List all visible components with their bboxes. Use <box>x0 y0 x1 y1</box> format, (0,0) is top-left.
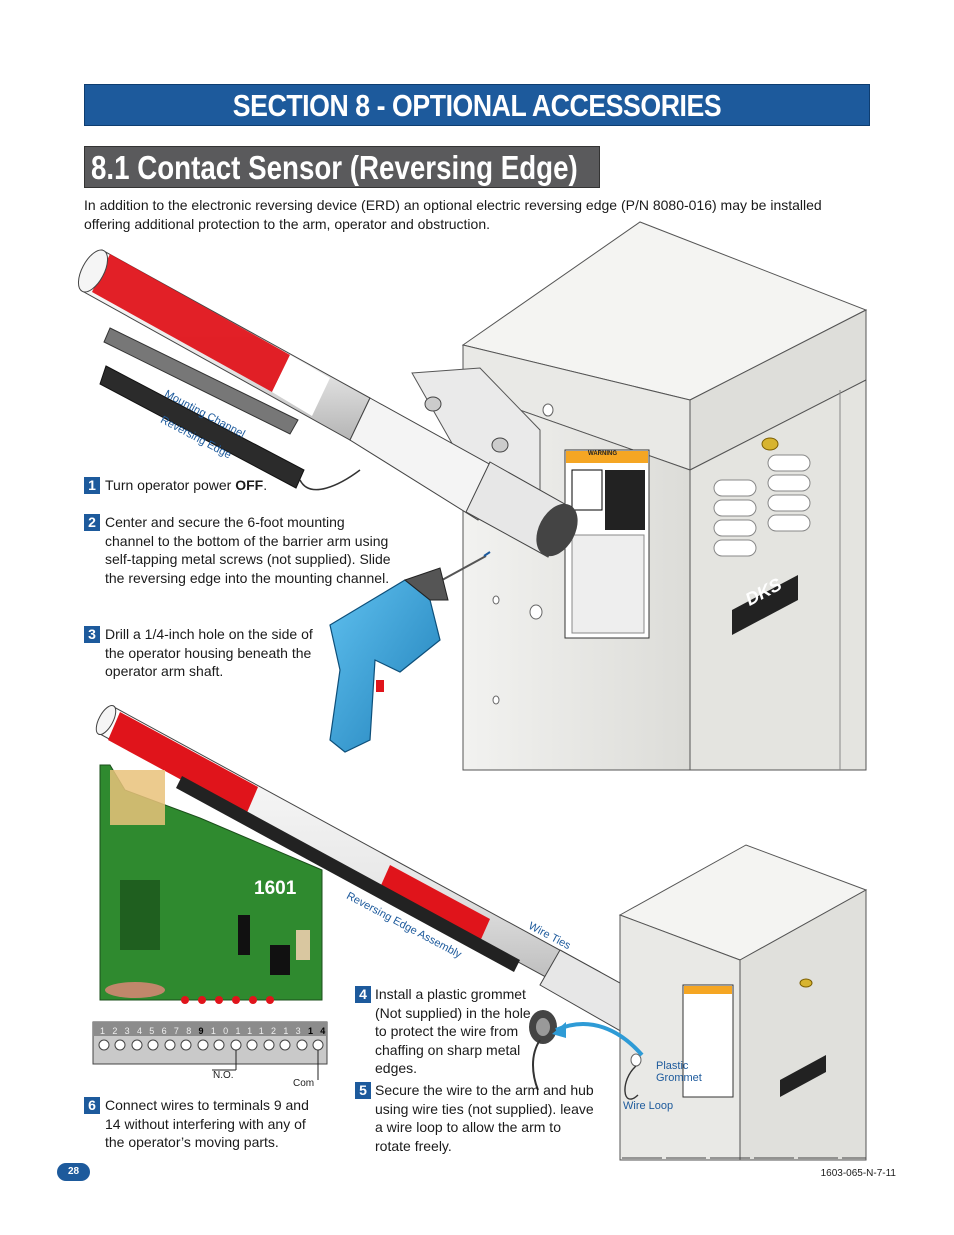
page-number: 28 <box>57 1163 90 1181</box>
step-5-text: Secure the wire to the arm and hub using… <box>375 1082 594 1154</box>
control-board-1601 <box>99 764 323 1004</box>
step-5-number: 5 <box>355 1082 371 1099</box>
warning-label-text: WARNING <box>588 451 617 457</box>
terminal-numbers: 1234567891011121314 <box>100 1026 333 1036</box>
barrier-arm-top <box>77 249 578 558</box>
step-4-text: Install a plastic grommet (Not supplied)… <box>375 986 531 1076</box>
step-3-number: 3 <box>84 626 100 643</box>
board-model-label: 1601 <box>254 878 297 899</box>
grommet-illustration <box>529 1010 644 1091</box>
com-terminal-label: Com <box>293 1078 315 1089</box>
subsection-banner: 8.1 Contact Sensor (Reversing Edge) <box>84 146 600 188</box>
step-2-number: 2 <box>84 514 100 531</box>
document-code: 1603-065-N-7-11 <box>820 1168 896 1179</box>
intro-paragraph: In addition to the electronic reversing … <box>84 197 822 232</box>
step-6-text: Connect wires to terminals 9 and 14 with… <box>105 1097 309 1150</box>
drill-illustration <box>329 551 491 753</box>
plastic-grommet-label: Plastic Grommet <box>656 1060 702 1084</box>
step-2-text: Center and secure the 6-foot mounting ch… <box>105 514 391 586</box>
step-1-number: 1 <box>84 477 100 494</box>
step-4-number: 4 <box>355 986 371 1003</box>
operator-housing-bottom <box>618 844 868 1161</box>
step-6-number: 6 <box>84 1097 100 1114</box>
step-3-text: Drill a 1/4-inch hole on the side of the… <box>105 626 313 679</box>
subsection-title: 8.1 Contact Sensor (Reversing Edge) <box>91 149 578 186</box>
wire-loop-label: Wire Loop <box>623 1100 674 1112</box>
operator-housing-top <box>461 221 868 771</box>
step-1-text: Turn operator power OFF. <box>105 477 268 493</box>
no-terminal-label: N.O. <box>213 1070 234 1081</box>
terminal-strip <box>92 1021 328 1080</box>
